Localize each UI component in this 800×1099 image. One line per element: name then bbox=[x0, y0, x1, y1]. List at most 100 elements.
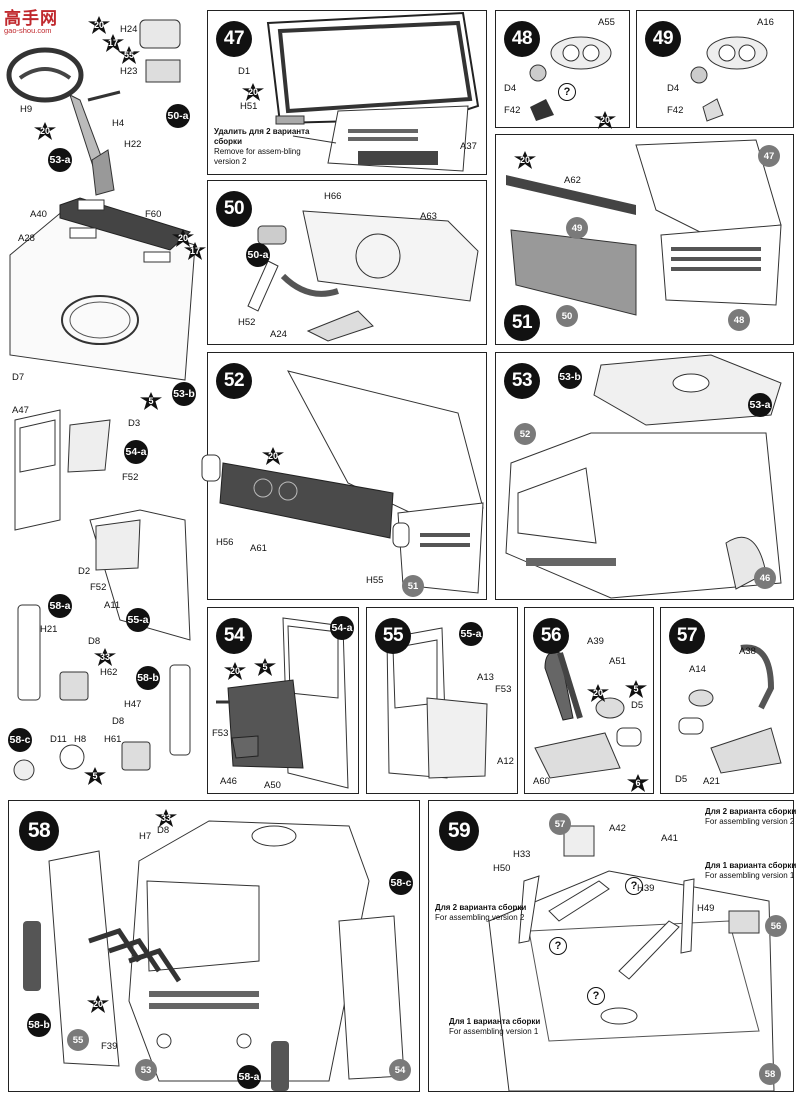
part-label: D5 bbox=[675, 774, 688, 785]
part-label: A24 bbox=[270, 329, 287, 340]
part-label: A21 bbox=[703, 776, 720, 787]
step-55-panel: 55 55-a A13 F53 A12 bbox=[366, 607, 518, 794]
part-label: A61 bbox=[250, 543, 267, 554]
step-number: 53 bbox=[504, 363, 540, 399]
part-label: F52 bbox=[122, 472, 139, 483]
part-label: D4 bbox=[667, 83, 680, 94]
part-label: H4 bbox=[112, 118, 125, 129]
ref-badge: 46 bbox=[754, 567, 776, 589]
step-number: 49 bbox=[645, 21, 681, 57]
step-number: 50 bbox=[216, 191, 252, 227]
sub-step-badge: 50-a bbox=[246, 243, 270, 267]
sub-step-badge: 53-a bbox=[48, 148, 72, 172]
part-label: A28 bbox=[18, 233, 35, 244]
part-label: A63 bbox=[420, 211, 437, 222]
part-label: A11 bbox=[104, 600, 121, 611]
part-label: H7 bbox=[139, 831, 152, 842]
ref-badge: 51 bbox=[402, 575, 424, 597]
step-number: 51 bbox=[504, 305, 540, 341]
part-label: A40 bbox=[30, 209, 47, 220]
sub-step-badge: 54-a bbox=[124, 440, 148, 464]
part-label: D4 bbox=[504, 83, 517, 94]
sub-step-badge: 53-b bbox=[558, 365, 582, 389]
ref-badge: 49 bbox=[566, 217, 588, 239]
part-label: A62 bbox=[564, 175, 581, 186]
version-note-v2-top: Для 2 варианта сборки For assembling ver… bbox=[705, 807, 796, 827]
part-label: H62 bbox=[100, 667, 118, 678]
part-label: A39 bbox=[587, 636, 604, 647]
part-label: H33 bbox=[513, 849, 531, 860]
step-47-panel: 47 D1 20 H51 A37 Удалить для 2 варианта … bbox=[207, 10, 487, 175]
note-ru: Для 1 варианта сборки bbox=[449, 1017, 541, 1026]
part-label: H22 bbox=[124, 139, 142, 150]
sub-step-badge: 55-a bbox=[126, 608, 150, 632]
part-label: F53 bbox=[495, 684, 512, 695]
step-number: 59 bbox=[439, 811, 479, 851]
note-en: For assembling version 2 bbox=[435, 913, 525, 922]
part-label: H51 bbox=[240, 101, 258, 112]
part-label: H56 bbox=[216, 537, 234, 548]
watermark-text: 高手网 bbox=[4, 9, 58, 28]
ref-badge: 47 bbox=[758, 145, 780, 167]
ref-badge: 48 bbox=[728, 309, 750, 331]
step-53-panel: 53 53-b 53-a 52 46 bbox=[495, 352, 794, 600]
watermark-url: gao-shou.com bbox=[4, 26, 52, 35]
part-label: H61 bbox=[104, 734, 122, 745]
part-label: F42 bbox=[667, 105, 684, 116]
step-number: 54 bbox=[216, 618, 252, 654]
part-label: A12 bbox=[497, 756, 514, 767]
part-label: H49 bbox=[697, 903, 715, 914]
watermark-logo: 高手网 gao-shou.com bbox=[4, 4, 74, 38]
removal-note: Удалить для 2 варианта сборки Remove for… bbox=[214, 127, 314, 167]
ref-badge: 54 bbox=[389, 1059, 411, 1081]
part-label: H52 bbox=[238, 317, 256, 328]
question-marker: ? bbox=[625, 877, 643, 895]
version-note-v1-top: Для 1 варианта сборки For assembling ver… bbox=[705, 861, 796, 881]
part-label: D7 bbox=[12, 372, 25, 383]
step-59-panel: 59 57 A42 A41 Для 2 варианта сборки For … bbox=[428, 800, 796, 1092]
part-label: H8 bbox=[74, 734, 87, 745]
step-number: 56 bbox=[533, 618, 569, 654]
part-label: D11 bbox=[50, 734, 67, 745]
part-label: H50 bbox=[493, 863, 511, 874]
part-label: H9 bbox=[20, 104, 33, 115]
step-49-panel: 49 A16 D4 F42 bbox=[636, 10, 794, 128]
sub-step-badge: 58-b bbox=[27, 1013, 51, 1037]
ref-badge: 58 bbox=[759, 1063, 781, 1085]
step-50-panel: 50 H66 A63 50-a H52 A24 bbox=[207, 180, 487, 345]
step-48-panel: 48 A55 D4 ? F42 20 bbox=[495, 10, 630, 129]
step-number: 48 bbox=[504, 21, 540, 57]
part-label: A38 bbox=[739, 646, 756, 657]
part-label: H21 bbox=[40, 624, 58, 635]
sub-step-badge: 58-a bbox=[48, 594, 72, 618]
part-label: H47 bbox=[124, 699, 142, 710]
part-label: D8 bbox=[112, 716, 125, 727]
sub-step-badge: 54-a bbox=[330, 616, 354, 640]
note-ru: Для 2 варианта сборки bbox=[435, 903, 527, 912]
step-58-panel: 58 H7 33 D8 58-c 20 58-b 55 F39 53 58-a … bbox=[8, 800, 420, 1092]
part-label: A47 bbox=[12, 405, 29, 416]
step-number: 57 bbox=[669, 618, 705, 654]
part-label: A16 bbox=[757, 17, 774, 28]
note-ru: Удалить для 2 варианта сборки bbox=[214, 127, 310, 146]
sub-step-badge: 58-c bbox=[389, 871, 413, 895]
part-label: D8 bbox=[88, 636, 101, 647]
part-label: F39 bbox=[101, 1041, 118, 1052]
ref-badge: 56 bbox=[765, 915, 787, 937]
question-marker: ? bbox=[587, 987, 605, 1005]
sub-step-badge: 58-b bbox=[136, 666, 160, 690]
step-number: 52 bbox=[216, 363, 252, 399]
part-label: H66 bbox=[324, 191, 342, 202]
question-marker: ? bbox=[558, 83, 576, 101]
question-marker: ? bbox=[549, 937, 567, 955]
part-label: D8 bbox=[157, 825, 170, 836]
part-label: A55 bbox=[598, 17, 615, 28]
note-ru: Для 1 варианта сборки bbox=[705, 861, 797, 870]
step-57-panel: 57 A38 A14 D5 A21 bbox=[660, 607, 794, 794]
note-en: Remove for assem-bling version 2 bbox=[214, 147, 301, 166]
part-label: H23 bbox=[120, 66, 138, 77]
sub-step-badge: 58-c bbox=[8, 728, 32, 752]
step-number: 47 bbox=[216, 21, 252, 57]
ref-badge: 55 bbox=[67, 1029, 89, 1051]
